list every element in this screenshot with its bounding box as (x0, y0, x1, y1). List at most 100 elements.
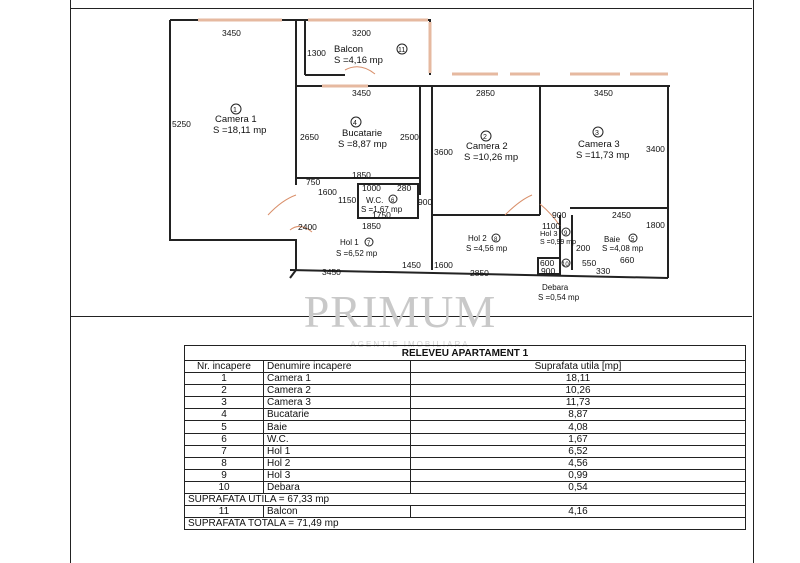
dim-camera1-left: 5250 (172, 119, 191, 129)
dim-1600b: 1600 (434, 260, 453, 270)
room-number-hol3: 9 (564, 231, 568, 237)
door-hol3 (539, 203, 561, 227)
watermark-subtitle: AGENTIE IMOBILIARA (350, 340, 470, 349)
table-title-row: RELEVEU APARTAMENT 1 (184, 345, 746, 361)
room-name-camera3: Camera 3 (578, 139, 620, 150)
room-number-balcon: 11 (398, 47, 405, 54)
cell-denumire: Hol 3 (263, 468, 411, 482)
cell-suprafata: 4,16 (410, 505, 746, 519)
room-area-debara: S =0,54 mp (538, 293, 580, 302)
cell-nr: 1 (184, 372, 264, 386)
cell-suprafata: 10,26 (410, 384, 746, 398)
room-area-hol3: S =0,99 mp (540, 239, 576, 246)
door-balcon (344, 66, 376, 75)
header-nr: Nr. incapere (184, 359, 264, 374)
releveu-table: RELEVEU APARTAMENT 1 Nr. incapere Denumi… (184, 345, 746, 531)
room-number-wc: 6 (391, 198, 395, 204)
dim-balcon-top: 3200 (352, 28, 371, 38)
dim-camera3-right: 3400 (646, 144, 665, 154)
cell-denumire: Baie (263, 420, 411, 434)
cell-nr: 6 (184, 432, 264, 446)
room-name-wc: W.C. (366, 196, 383, 205)
cell-nr: 10 (184, 480, 264, 495)
room-number-bucatarie: 4 (353, 120, 357, 127)
wall-bottom (289, 269, 669, 279)
room-area-camera3: S =11,73 mp (576, 150, 629, 161)
wall-camera1-left (169, 20, 297, 279)
watermark-brand: PRIMUM (303, 286, 497, 337)
dim-wc-top2: 280 (397, 183, 411, 193)
door-camera1 (267, 194, 297, 216)
room-number-circle (561, 258, 571, 268)
dim-bottom-1450: 1450 (402, 260, 421, 270)
dim-1600: 1600 (318, 187, 337, 197)
header-suprafata: Suprafata utila [mp] (410, 359, 746, 374)
dim-hol3-600: 600 (540, 258, 554, 268)
room-number-circle (480, 130, 492, 142)
cell-nr: 3 (184, 396, 264, 410)
cell-suprafata: 11,73 (410, 396, 746, 410)
dim-hol3-left: 900 (552, 210, 566, 220)
cell-nr: 11 (184, 505, 264, 519)
cell-suprafata: 4,08 (410, 420, 746, 434)
dim-hol3-top: 1100 (542, 221, 561, 231)
room-area-balcon: S =4,16 mp (334, 55, 383, 66)
dim-bottom-3450: 3450 (322, 267, 341, 277)
cell-denumire: W.C. (263, 432, 411, 446)
dim-balcon-left: 1300 (307, 48, 326, 58)
cell-nr: 8 (184, 456, 264, 470)
floor-plan: 3450 5250 2400 3200 1300 3450 2650 2500 … (169, 18, 670, 302)
cell-nr: 9 (184, 468, 264, 482)
room-number-circle (592, 126, 604, 138)
dim-wc-top: 1000 (362, 183, 381, 193)
cell-nr: 2 (184, 384, 264, 398)
room-name-baie: Baie (604, 235, 621, 244)
table-summary-row: SUPRAFATA TOTALA = 71,49 mp (184, 517, 746, 531)
header-denumire: Denumire incapere (263, 359, 411, 374)
dim-660: 660 (620, 255, 634, 265)
dim-baie-right: 1800 (646, 220, 665, 230)
room-number-circle (491, 233, 501, 243)
room-number-camera3: 3 (595, 130, 599, 137)
dim-camera2-top: 2850 (476, 88, 495, 98)
table-header-row: Nr. incapere Denumire incapere Suprafata… (184, 359, 746, 374)
cell-suprafata: 1,67 (410, 432, 746, 446)
cell-denumire: Balcon (263, 505, 411, 519)
room-number-camera1: 1 (233, 107, 237, 114)
cell-nr: 5 (184, 420, 264, 434)
cell-suprafata: 4,56 (410, 456, 746, 470)
room-number-circle (230, 103, 242, 115)
dim-330: 330 (596, 266, 610, 276)
dim-wc-left: 1150 (338, 195, 357, 205)
cell-suprafata: 18,11 (410, 372, 746, 386)
dim-wc-right: 900 (418, 197, 432, 207)
room-number-circle (364, 237, 374, 247)
dim-bucatarie-bottom: 1850 (352, 170, 371, 180)
room-number-circle (396, 43, 408, 55)
page-frame (70, 0, 754, 563)
room-name-hol1: Hol 1 (340, 238, 359, 247)
dim-bottom-2850: 2850 (470, 268, 489, 278)
dim-camera3-top: 3450 (594, 88, 613, 98)
cell-denumire: Hol 2 (263, 456, 411, 470)
room-number-hol2: 8 (494, 237, 498, 243)
room-name-hol2: Hol 2 (468, 234, 487, 243)
room-area-camera1: S =18,11 mp (213, 125, 266, 136)
cell-suprafata: 0,54 (410, 480, 746, 495)
room-area-bucatarie: S =8,87 mp (338, 139, 387, 150)
room-number-circle (561, 227, 571, 237)
room-name-camera1: Camera 1 (215, 114, 257, 125)
dim-camera1-top: 3450 (222, 28, 241, 38)
room-name-bucatarie: Bucatarie (342, 128, 382, 139)
room-area-wc: S =1,67 mp (361, 205, 403, 214)
cell-denumire: Camera 1 (263, 372, 411, 386)
room-area-hol1: S =6,52 mp (336, 249, 378, 258)
cell-denumire: Camera 3 (263, 396, 411, 410)
